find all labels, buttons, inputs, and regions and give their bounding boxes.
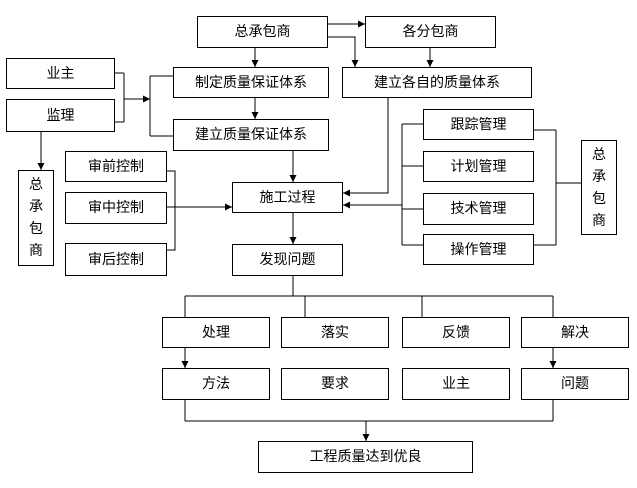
general-contractor-left-char-3: 包 [29, 221, 43, 237]
mid-review-control-box: 审中控制 [65, 192, 167, 224]
establish-qa-system-label: 建立质量保证体系 [195, 127, 307, 143]
resolve-label: 解决 [561, 324, 589, 341]
mid-review-control-label: 审中控制 [88, 200, 144, 216]
own-quality-systems-label: 建立各自的质量体系 [374, 74, 500, 91]
problem-label: 问题 [561, 376, 589, 392]
general-contractor-right-box: 总 承 包 商 [581, 140, 617, 235]
general-contractor-left-char-1: 总 [29, 177, 43, 193]
post-review-control-label: 审后控制 [88, 251, 144, 268]
general-contractor-left-char-2: 承 [29, 199, 43, 215]
operation-management-label: 操作管理 [450, 241, 507, 258]
supervisor-box: 监理 [6, 99, 115, 132]
construction-process-box: 施工过程 [232, 182, 343, 213]
method-label: 方法 [202, 376, 230, 392]
method-box: 方法 [162, 368, 270, 400]
problem-box: 问题 [521, 368, 629, 400]
general-contractor-top-label: 总承包商 [234, 24, 291, 40]
feedback-box: 反馈 [402, 317, 510, 348]
pre-review-control-box: 审前控制 [65, 151, 167, 182]
general-contractor-right-char-1: 总 [592, 146, 606, 163]
general-contractor-top-box: 总承包商 [197, 16, 328, 48]
resolve-box: 解决 [521, 317, 629, 348]
formulate-qa-system-label: 制定质量保证体系 [195, 74, 307, 91]
owner-box-left: 业主 [6, 58, 115, 89]
construction-process-label: 施工过程 [259, 189, 316, 206]
requirement-label: 要求 [321, 376, 349, 392]
technical-management-box: 技术管理 [423, 193, 534, 225]
owner-left-label: 业主 [46, 65, 75, 82]
general-contractor-right-char-3: 包 [592, 190, 606, 207]
general-contractor-left-box: 总 承 包 商 [18, 170, 54, 266]
feedback-label: 反馈 [442, 324, 470, 341]
plan-management-label: 计划管理 [450, 158, 507, 175]
own-quality-systems-box: 建立各自的质量体系 [342, 67, 532, 98]
implement-label: 落实 [321, 324, 349, 341]
sub-contractors-box: 各分包商 [365, 16, 496, 48]
operation-management-box: 操作管理 [423, 234, 534, 265]
technical-management-label: 技术管理 [450, 201, 507, 217]
general-contractor-left-char-4: 商 [29, 243, 43, 259]
tracking-management-box: 跟踪管理 [423, 109, 534, 140]
find-problems-box: 发现问题 [232, 244, 343, 276]
post-review-control-box: 审后控制 [65, 243, 167, 276]
plan-management-box: 计划管理 [423, 151, 534, 182]
general-contractor-right-char-4: 商 [592, 212, 606, 229]
handle-label: 处理 [202, 324, 230, 341]
implement-box: 落实 [281, 317, 389, 348]
requirement-box: 要求 [281, 368, 389, 400]
final-goal-label: 工程质量达到优良 [309, 449, 422, 465]
supervisor-label: 监理 [46, 107, 75, 124]
establish-qa-system-box: 建立质量保证体系 [173, 119, 329, 151]
pre-review-control-label: 审前控制 [88, 158, 144, 175]
owner-bottom-label: 业主 [442, 376, 470, 392]
formulate-qa-system-box: 制定质量保证体系 [173, 67, 329, 98]
sub-contractors-label: 各分包商 [402, 24, 459, 40]
general-contractor-right-char-2: 承 [592, 168, 606, 185]
tracking-management-label: 跟踪管理 [450, 116, 507, 133]
find-problems-label: 发现问题 [259, 252, 316, 268]
owner-box-bottom: 业主 [402, 368, 510, 400]
handle-box: 处理 [162, 317, 270, 348]
final-goal-box: 工程质量达到优良 [258, 441, 473, 473]
